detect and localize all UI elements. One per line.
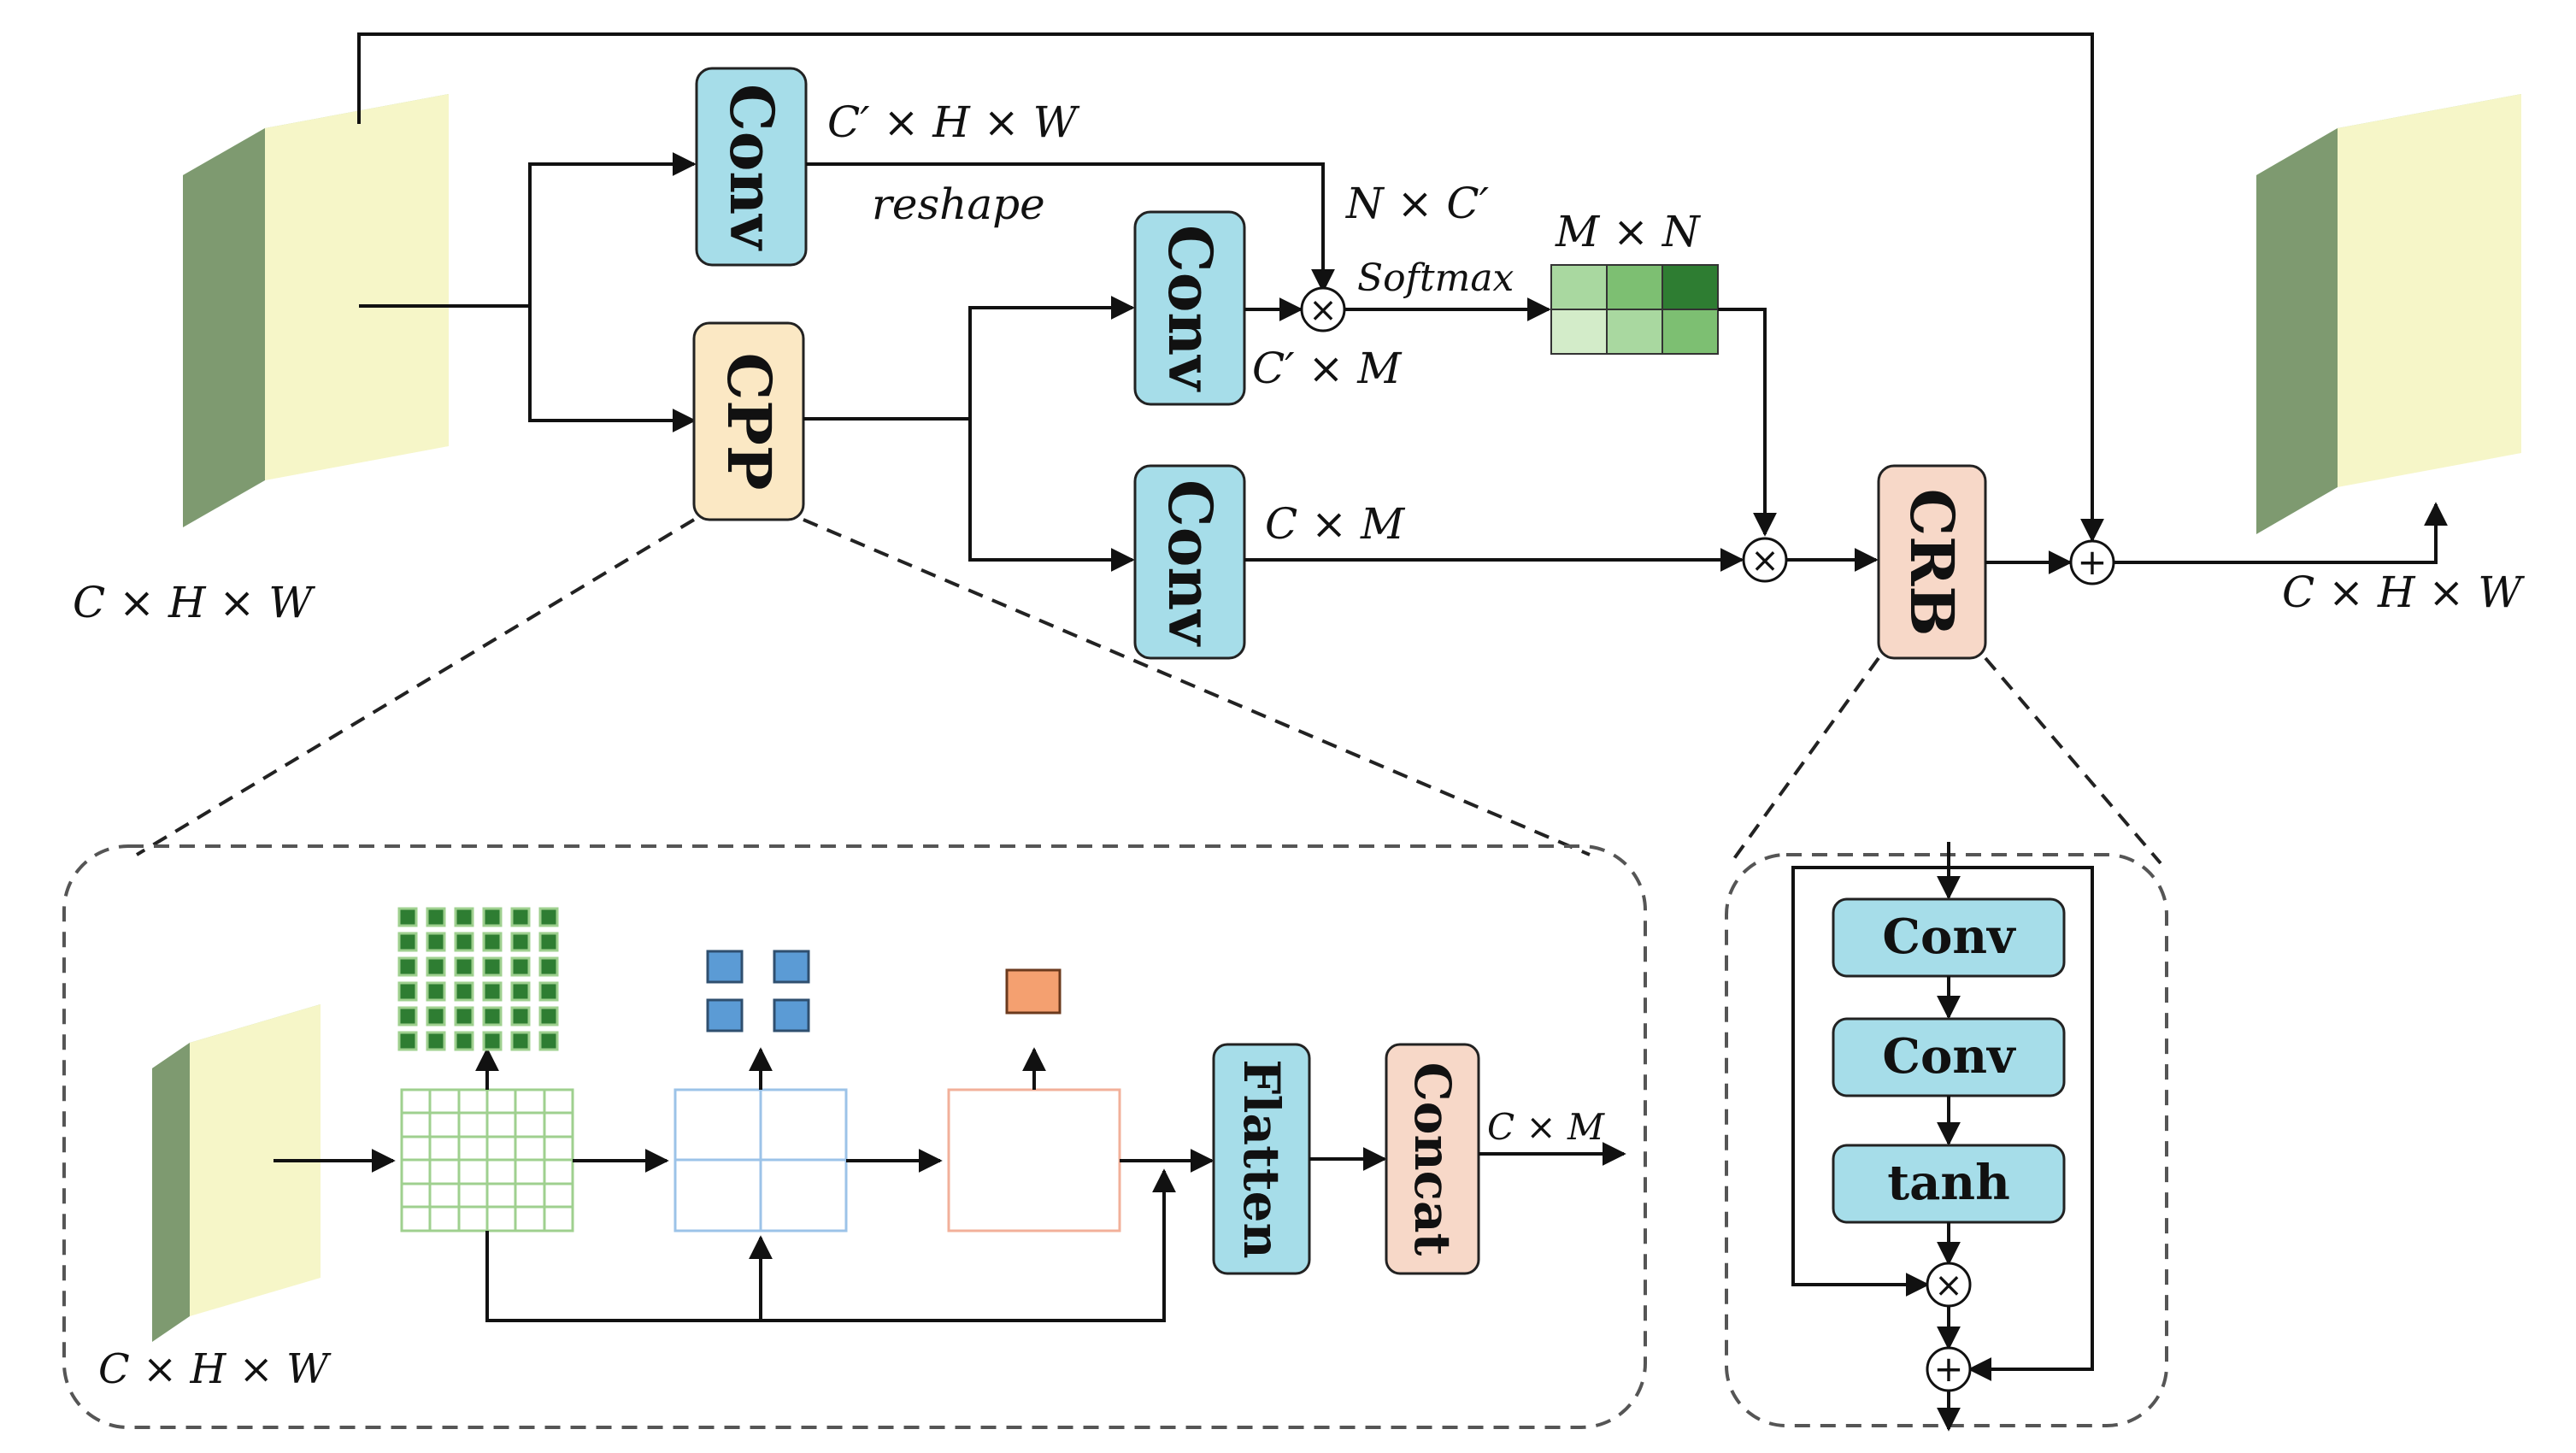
conv-mid-label: Conv: [1155, 225, 1226, 392]
add-to-output-arrow: [2114, 502, 2448, 564]
output-feature-map: [2256, 94, 2521, 534]
cpp-input-feature-map: [152, 1004, 321, 1342]
dim-n-c-prime: N × C′: [1345, 179, 1490, 228]
dim-m-n: M × N: [1555, 207, 1702, 256]
crb-right-bypass: [1949, 866, 2094, 1381]
concat-label: Concat: [1403, 1062, 1461, 1256]
pooling-grid-1x1: [947, 1088, 1121, 1232]
crb-multiply-symbol: ×: [1934, 1266, 1963, 1305]
multiply-node-context-symbol: ×: [1750, 541, 1779, 580]
cpp-block: [692, 321, 805, 521]
multiply-node-attention-symbol: ×: [1309, 291, 1338, 330]
cpp-output-dim-label: C × M: [1487, 1106, 1605, 1148]
dim-c-prime-m: C′ × M: [1252, 344, 1403, 393]
cpp-bottom-skip-line: [485, 1168, 1176, 1322]
pooling-grid-6x6: [400, 1088, 574, 1232]
pooled-output-6x6: [397, 907, 559, 1051]
crb-conv1-label: Conv: [1882, 909, 2016, 965]
conv-top-to-multiply-arrow: [806, 162, 1335, 293]
output-dim-label: C × H × W: [2282, 568, 2525, 617]
crb-zoom-line-right: [1984, 656, 2162, 865]
pooled-output-1x1: [1005, 968, 1062, 1015]
to-conv-top-arrow: [528, 152, 697, 306]
crb-conv2-label: Conv: [1882, 1028, 2016, 1085]
conv-bottom-label: Conv: [1155, 479, 1226, 647]
crb-left-bypass: [1791, 866, 1949, 1297]
skip-connection-arrow: [357, 32, 2104, 543]
add-node-main-symbol: +: [2077, 541, 2107, 583]
crb-label: CRB: [1897, 488, 1967, 636]
pooling-grid-2x2: [673, 1088, 848, 1232]
concat-block: [1385, 1043, 1480, 1275]
pooled-output-2x2: [706, 950, 810, 1032]
to-conv-mid-arrow: [968, 296, 1135, 419]
crb-zoom-line-left: [1729, 656, 1880, 865]
crb-tanh-label: tanh: [1887, 1155, 2010, 1211]
crb-detail-panel: [1725, 853, 2168, 1427]
input-dim-label: C × H × W: [73, 578, 315, 627]
reshape-label: reshape: [872, 179, 1045, 229]
attention-matrix: [1550, 264, 1719, 355]
cpp-detail-panel: [62, 844, 1647, 1429]
matrix-to-multiply-arrow: [1718, 308, 1777, 537]
dim-c-m: C × M: [1265, 499, 1406, 549]
to-cpp-arrow: [528, 306, 697, 432]
softmax-label: Softmax: [1357, 256, 1514, 300]
crb-add-symbol: +: [1933, 1348, 1963, 1390]
conv-top-label: Conv: [716, 84, 787, 251]
flatten-label: Flatten: [1232, 1059, 1291, 1258]
cpp-input-dim-label: C × H × W: [98, 1345, 332, 1393]
conv-bottom-block: [1133, 464, 1246, 660]
conv-top-block: [695, 67, 808, 267]
to-conv-bottom-arrow: [968, 419, 1135, 572]
input-feature-map: [183, 94, 449, 527]
dim-c-prime-hw: C′ × H × W: [827, 97, 1080, 147]
cpp-zoom-line-right: [803, 518, 1591, 856]
cpp-label: CPP: [714, 353, 785, 491]
cpp-zoom-line-left: [135, 518, 696, 856]
